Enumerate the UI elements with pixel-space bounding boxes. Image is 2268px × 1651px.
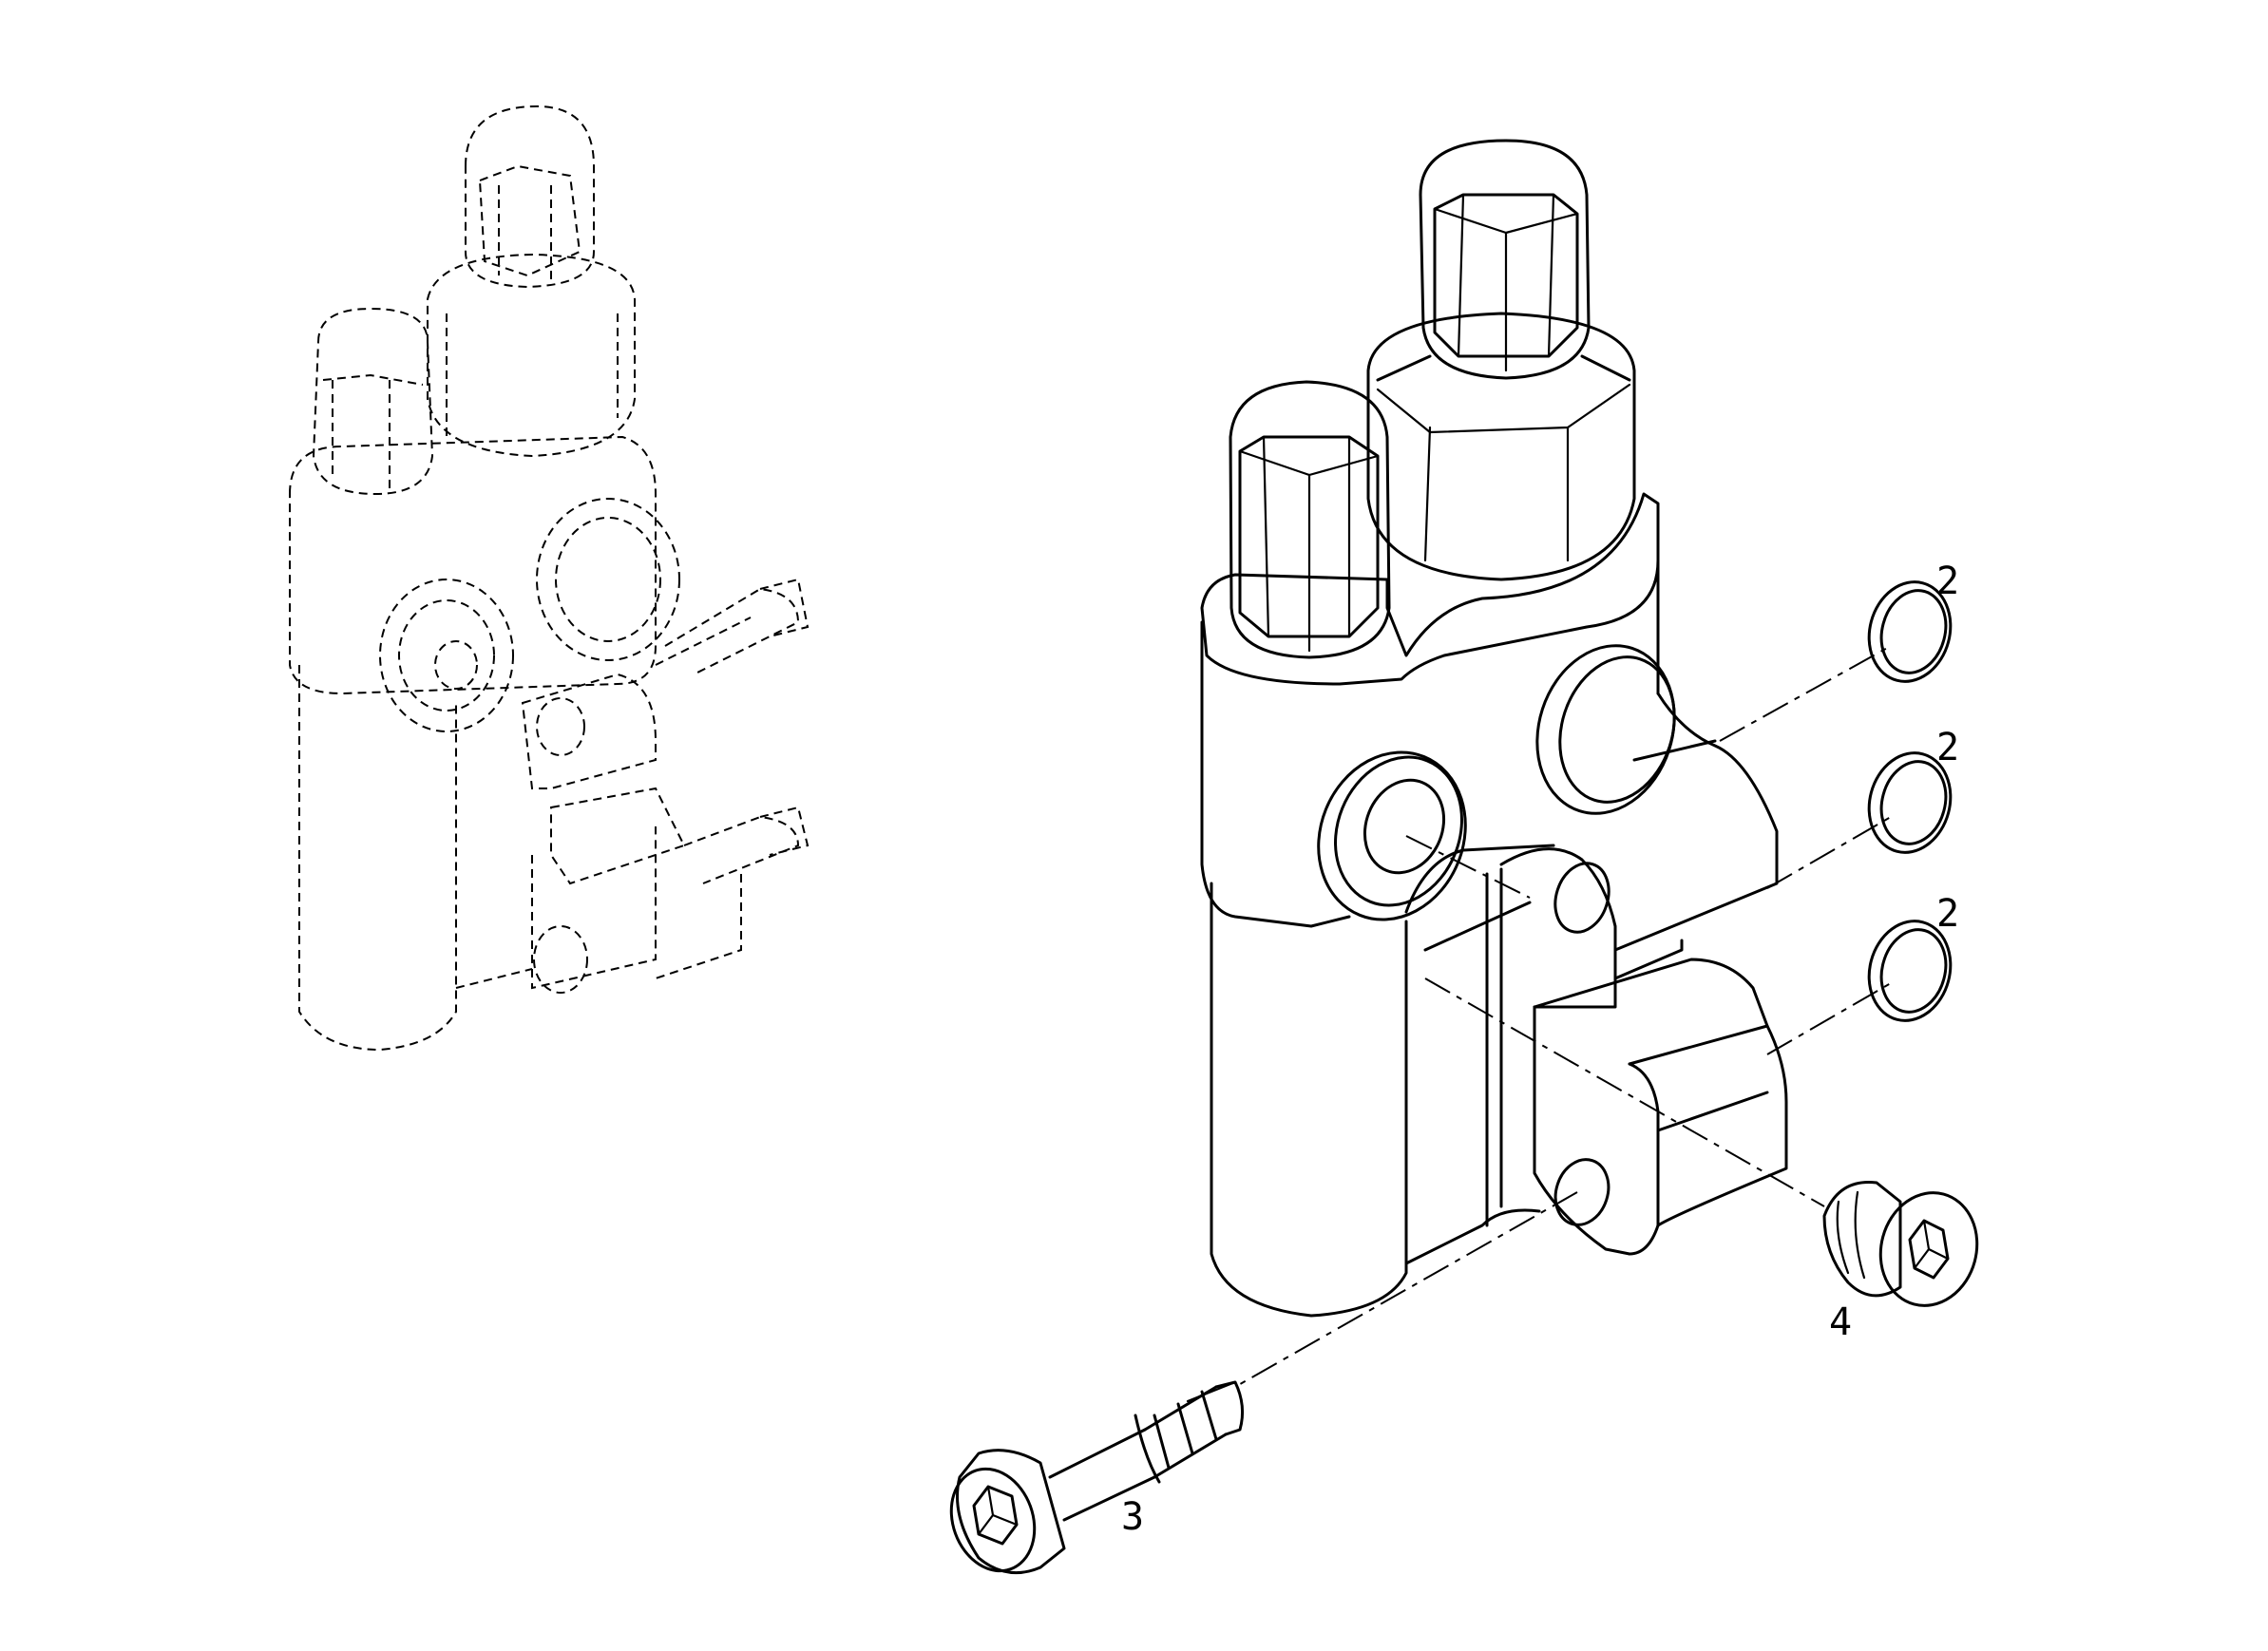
- callout-bolt: 3: [1121, 1495, 1144, 1539]
- center-lines: [1234, 645, 1892, 1388]
- o-ring-lower: [1867, 920, 1953, 1022]
- callout-o-ring-lower: 2: [1936, 892, 1959, 936]
- valve-body: [1200, 139, 1788, 1318]
- socket-head-bolt: [949, 1380, 1245, 1575]
- o-ring-top: [1867, 580, 1953, 683]
- callout-labels: 2 2 2 3 4: [1121, 560, 1959, 1539]
- callout-o-ring-top: 2: [1936, 560, 1959, 603]
- callout-o-ring-middle: 2: [1936, 726, 1959, 769]
- callout-plug: 4: [1829, 1300, 1852, 1344]
- hex-socket-plug: [1822, 1180, 1979, 1307]
- phantom-valve-assembly: [289, 104, 810, 1052]
- o-ring-middle: [1867, 751, 1953, 854]
